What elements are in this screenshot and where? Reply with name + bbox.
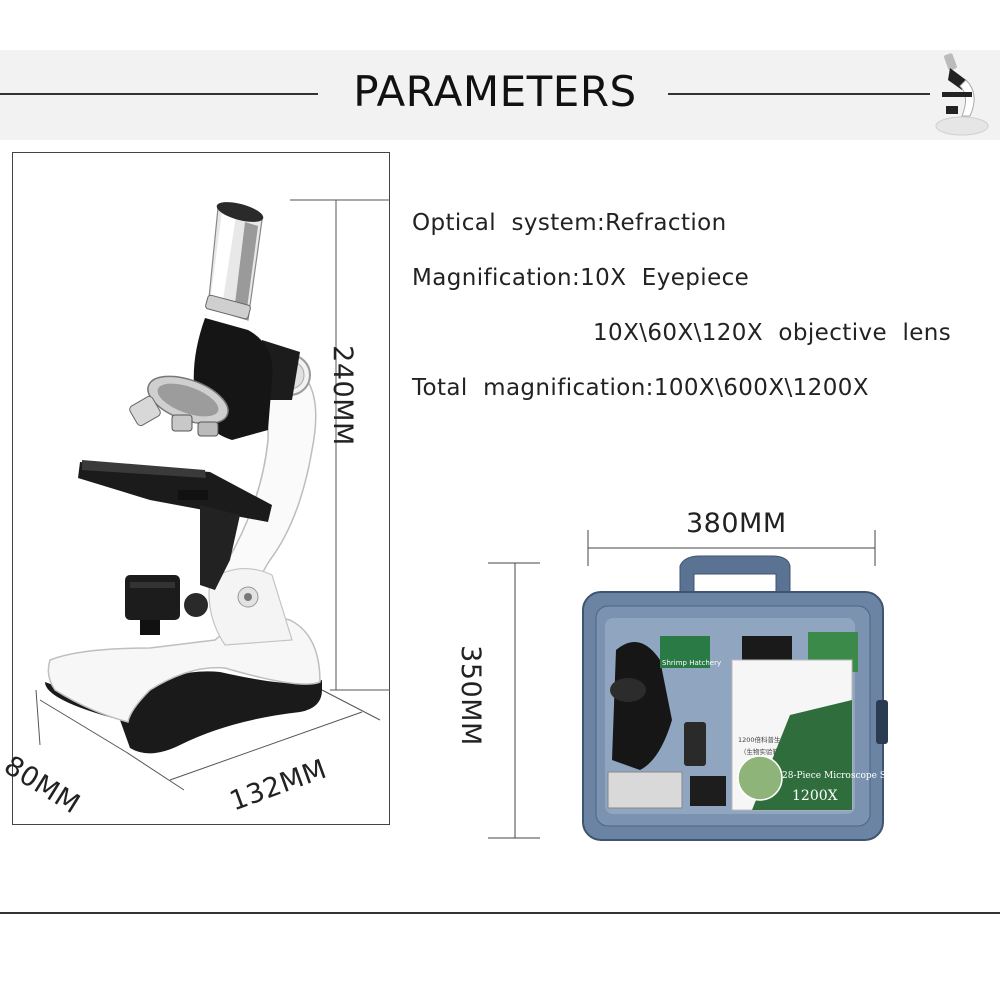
header-band: [0, 50, 1000, 140]
param-magnification-objective: 10X\60X\120X objective lens: [593, 320, 952, 346]
case-chinese-text: 1200倍科普生物显微镜: [738, 735, 807, 744]
width-dimension-line: [169, 711, 363, 781]
case-chinese-sub-text: （生物实验箱）: [740, 747, 786, 756]
case-product-name: 28-Piece Microscope Set: [782, 771, 895, 781]
objective-lens: [129, 395, 161, 427]
microscope-frame: [12, 152, 390, 825]
microscope-base: [47, 616, 321, 723]
header-rule-right: [668, 93, 930, 95]
case-width-label: 380MM: [686, 508, 787, 539]
microscope-stage: [78, 462, 272, 522]
param-optical-system: Optical system:Refraction: [412, 210, 727, 236]
eyepiece-cap: [216, 202, 264, 222]
microscope-thumbnail-icon: [935, 53, 989, 136]
microscope-base-shadow: [45, 671, 322, 754]
bottom-rule: [0, 912, 1000, 914]
page-title: PARAMETERS: [353, 67, 637, 116]
param-total-magnification: Total magnification:100X\600X\1200X: [412, 375, 869, 401]
header-rule-left: [0, 93, 318, 95]
top-band: [0, 0, 1000, 50]
case-shrimp-text: Shrimp Hatchery: [662, 659, 721, 667]
case-magnification: 1200X: [792, 788, 838, 804]
param-magnification-eyepiece: Magnification:10X Eyepiece: [412, 265, 750, 291]
depth-dimension-line: [39, 699, 127, 753]
